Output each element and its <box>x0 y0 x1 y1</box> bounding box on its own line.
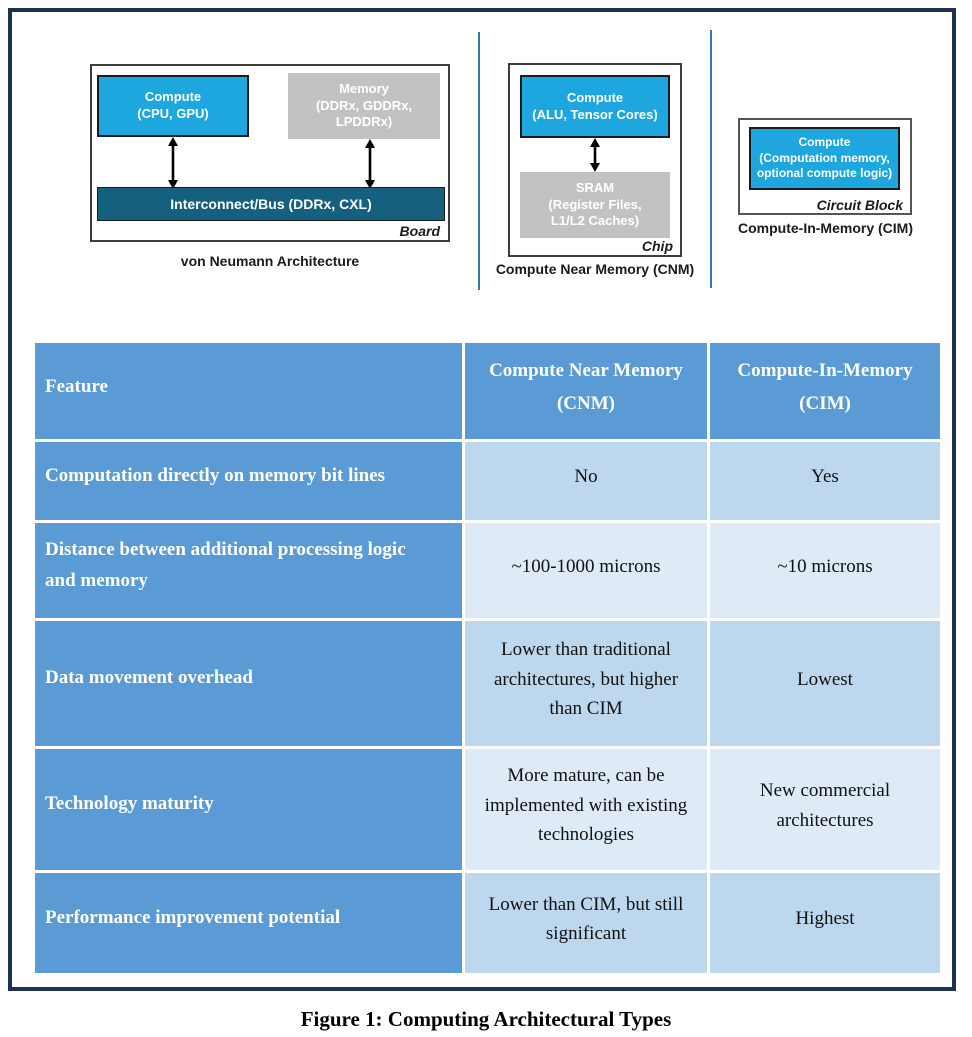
table-cell-cim: New commercial architectures <box>710 749 940 870</box>
cnm-compute-label: Compute (ALU, Tensor Cores) <box>532 89 658 122</box>
cnm-compute-block: Compute (ALU, Tensor Cores) <box>520 75 670 138</box>
von-neumann-bus-block: Interconnect/Bus (DDRx, CXL) <box>97 187 445 221</box>
cim-circuit-box: Compute (Computation memory, optional co… <box>738 118 912 215</box>
von-neumann-memory-block: Memory (DDRx, GDDRx, LPDDRx) <box>288 73 440 139</box>
table-cell-cnm: Lower than CIM, but still significant <box>465 873 707 973</box>
comparison-table: Feature Compute Near Memory (CNM) Comput… <box>35 343 940 973</box>
cim-compute-label: Compute (Computation memory, optional co… <box>756 135 893 181</box>
von-neumann-board-box: Compute (CPU, GPU) Memory (DDRx, GDDRx, … <box>90 64 450 242</box>
table-row-feature: Distance between additional processing l… <box>35 523 462 618</box>
von-neumann-caption: von Neumann Architecture <box>180 253 360 269</box>
table-row-feature: Data movement overhead <box>35 621 462 746</box>
cnm-sram-label: SRAM (Register Files, L1/L2 Caches) <box>548 179 642 229</box>
cim-caption: Compute-In-Memory (CIM) <box>738 220 913 236</box>
table-cell-cim: ~10 microns <box>710 523 940 618</box>
table-row-feature: Technology maturity <box>35 749 462 870</box>
table-header-cnm: Compute Near Memory (CNM) <box>465 343 707 439</box>
section-divider <box>478 32 480 290</box>
von-neumann-memory-label: Memory (DDRx, GDDRx, LPDDRx) <box>315 80 413 130</box>
double-arrow-icon <box>168 137 178 189</box>
cnm-caption: Compute Near Memory (CNM) <box>495 261 695 277</box>
von-neumann-compute-label: Compute (CPU, GPU) <box>137 89 209 121</box>
cnm-sram-block: SRAM (Register Files, L1/L2 Caches) <box>520 172 670 238</box>
table-cell-cim: Yes <box>710 442 940 520</box>
cim-compute-block: Compute (Computation memory, optional co… <box>749 127 900 190</box>
table-header-cim: Compute-In-Memory (CIM) <box>710 343 940 439</box>
von-neumann-compute-block: Compute (CPU, GPU) <box>97 75 249 137</box>
table-row-feature: Performance improvement potential <box>35 873 462 973</box>
table-cell-cnm: Lower than traditional architectures, bu… <box>465 621 707 746</box>
table-cell-cim: Lowest <box>710 621 940 746</box>
von-neumann-scope-label: Board <box>399 223 440 239</box>
cim-scope-label: Circuit Block <box>816 197 903 213</box>
cnm-scope-label: Chip <box>641 238 673 254</box>
table-cell-cnm: More mature, can be implemented with exi… <box>465 749 707 870</box>
double-arrow-icon <box>590 138 600 172</box>
table-header-feature: Feature <box>35 343 462 439</box>
table-cell-cnm: No <box>465 442 707 520</box>
double-arrow-icon <box>365 139 375 189</box>
section-divider <box>710 30 712 288</box>
table-row-feature: Computation directly on memory bit lines <box>35 442 462 520</box>
table-cell-cim: Highest <box>710 873 940 973</box>
table-cell-cnm: ~100-1000 microns <box>465 523 707 618</box>
figure-caption: Figure 1: Computing Architectural Types <box>300 1007 672 1031</box>
von-neumann-bus-label: Interconnect/Bus (DDRx, CXL) <box>170 195 372 212</box>
cnm-chip-box: Compute (ALU, Tensor Cores) SRAM (Regist… <box>508 63 682 257</box>
